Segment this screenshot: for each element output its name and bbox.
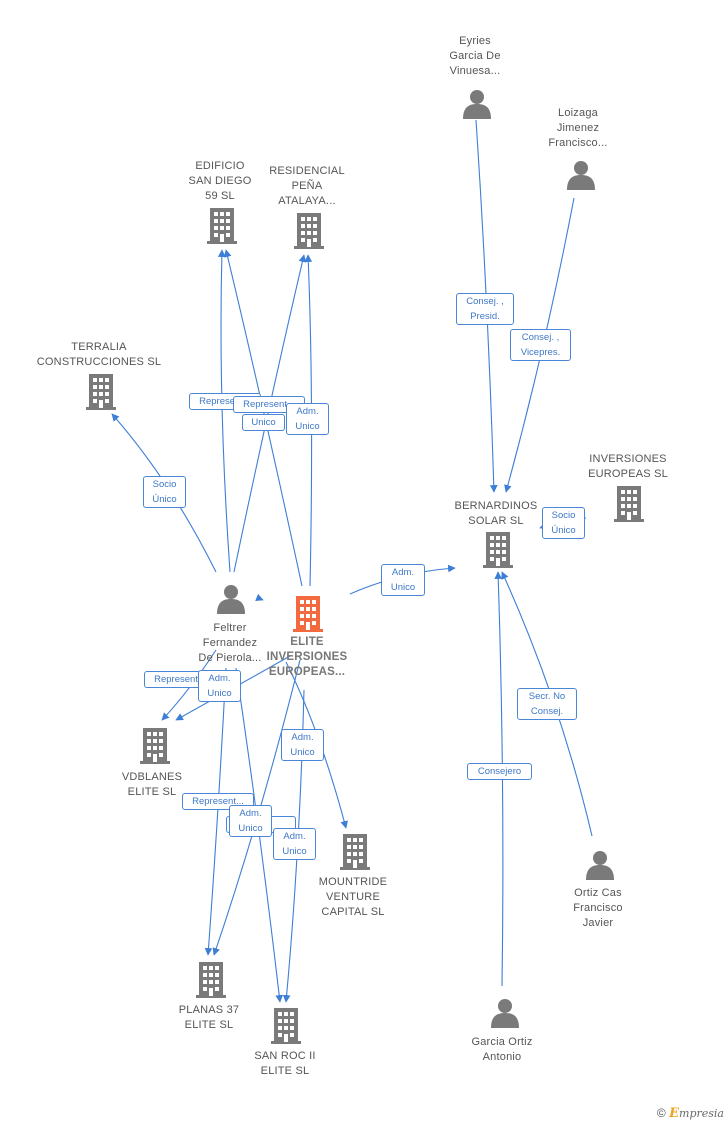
edge-label-consej-presid[interactable]: Consej. , Presid.: [456, 293, 514, 325]
node-label-residencial[interactable]: RESIDENCIAL PEÑA ATALAYA...: [269, 165, 345, 207]
person-icon-loizaga[interactable]: [567, 161, 595, 190]
edge-label-socio-unico-terralia[interactable]: Socio Único: [143, 476, 186, 508]
footer-brand: © Empresia: [657, 1106, 724, 1121]
building-icon-terralia[interactable]: [86, 374, 116, 410]
edge-label-consejero[interactable]: Consejero: [467, 763, 532, 780]
edge-label-secr-no-consej[interactable]: Secr. No Consej.: [517, 688, 577, 720]
node-label-eyries[interactable]: Eyries Garcia De Vinuesa...: [449, 35, 501, 77]
building-icon-bernardinos[interactable]: [483, 532, 513, 568]
edge-label-socio-unico-inv[interactable]: Socio Único: [542, 507, 585, 539]
person-icon-feltrer[interactable]: [217, 585, 245, 614]
edge-feltrer-planas: [204, 667, 227, 956]
node-label-vdblanes[interactable]: VDBLANES ELITE SL: [121, 771, 183, 798]
edge-feltrer-edificio-a: [217, 249, 231, 573]
edge-label-adm-unico-vd[interactable]: Adm. Unico: [198, 670, 241, 702]
node-label-ortiz-cas[interactable]: Ortiz Cas Francisco Javier: [573, 887, 623, 929]
node-label-garcia-ortiz[interactable]: Garcia Ortiz Antonio: [471, 1036, 533, 1063]
person-icon-eyries[interactable]: [463, 90, 491, 119]
node-label-edificio[interactable]: EDIFICIO SAN DIEGO 59 SL: [188, 160, 252, 202]
edge-label-adm-unico-sanroc[interactable]: Adm. Unico: [273, 828, 316, 860]
node-label-loizaga[interactable]: Loizaga Jimenez Francisco...: [548, 107, 608, 149]
edge-label-adm-unico-res[interactable]: Adm. Unico: [286, 403, 329, 435]
node-label-sanroc[interactable]: SAN ROC II ELITE SL: [254, 1050, 316, 1077]
person-icon-ortiz-cas[interactable]: [586, 851, 614, 880]
person-icon-garcia-ortiz[interactable]: [491, 999, 519, 1028]
node-label-terralia[interactable]: TERRALIA CONSTRUCCIONES SL: [36, 341, 162, 368]
building-icon-vdblanes[interactable]: [140, 728, 170, 764]
node-label-planas[interactable]: PLANAS 37 ELITE SL: [178, 1004, 240, 1031]
edge-feltrer-elite: [255, 593, 264, 602]
node-label-feltrer[interactable]: Feltrer Fernandez De Pierola...: [198, 622, 262, 664]
edge-label-adm-unico-bern[interactable]: Adm. Unico: [381, 564, 425, 596]
building-icon-planas[interactable]: [196, 962, 226, 998]
node-label-inversiones-europeas[interactable]: INVERSIONES EUROPEAS SL: [588, 453, 668, 480]
building-icon-mountride[interactable]: [340, 834, 370, 870]
copyright-symbol: ©: [656, 1106, 666, 1120]
edge-label-consej-vicepres[interactable]: Consej. , Vicepres.: [510, 329, 571, 361]
building-icon-inversiones-europeas[interactable]: [614, 486, 644, 522]
building-icon-residencial[interactable]: [294, 213, 324, 249]
edge-label-adm-unico-planas[interactable]: Adm. Unico: [229, 805, 272, 837]
edge-label-unico-1[interactable]: Unico: [242, 414, 285, 431]
node-label-mountride[interactable]: MOUNTRIDE VENTURE CAPITAL SL: [318, 876, 388, 918]
edge-label-adm-unico-mount[interactable]: Adm. Unico: [281, 729, 324, 761]
node-label-elite[interactable]: ELITE INVERSIONES EUROPEAS...: [266, 636, 348, 678]
building-icon-edificio[interactable]: [207, 208, 237, 244]
node-label-bernardinos[interactable]: BERNARDINOS SOLAR SL: [454, 500, 538, 527]
brand-logo: Empresia: [669, 1106, 724, 1121]
